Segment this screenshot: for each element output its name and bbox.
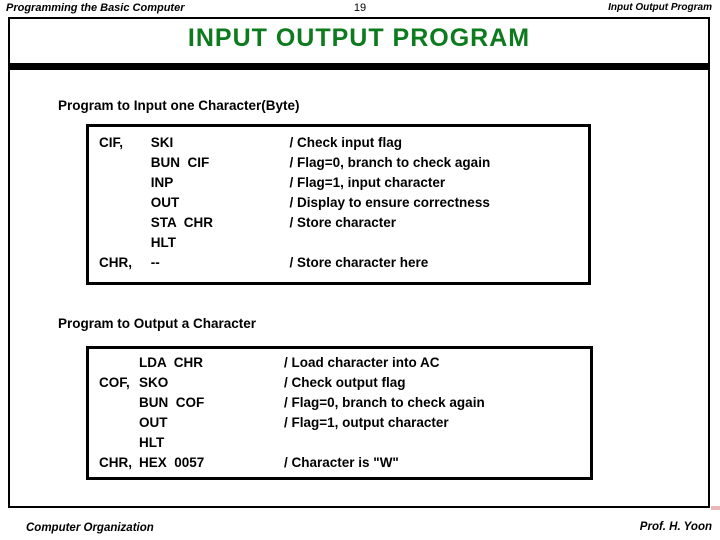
corner-artifact-mark xyxy=(711,506,720,510)
code-row: INP / Flag=1, input character xyxy=(99,176,588,196)
code-comment: / Character is "W" xyxy=(284,455,399,470)
code-label xyxy=(99,196,151,216)
code-comment: / Flag=1, output character xyxy=(284,415,449,430)
footer-author: Prof. H. Yoon xyxy=(639,521,712,533)
code-row: CHR, HEX 0057 / Character is "W" xyxy=(99,456,584,476)
code-comment: / Store character xyxy=(289,215,397,230)
code-label xyxy=(99,216,151,236)
code-block-output-character: LDA CHR / Load character into AC COF, SK… xyxy=(86,346,593,480)
code-comment: / Load character into AC xyxy=(284,355,440,370)
code-row: HLT xyxy=(99,236,588,256)
code-label xyxy=(99,356,139,376)
page-title: INPUT OUTPUT PROGRAM xyxy=(187,24,531,52)
code-comment: / Store character here xyxy=(289,255,429,270)
code-label: COF, xyxy=(99,375,130,390)
code-instruction: INP xyxy=(150,175,174,190)
code-label xyxy=(99,156,151,176)
section-heading-input: Program to Input one Character(Byte) xyxy=(58,98,300,113)
page-number: 19 xyxy=(353,2,367,14)
code-label xyxy=(99,416,139,436)
code-comment xyxy=(284,436,584,456)
code-label xyxy=(99,176,151,196)
code-instruction: LDA CHR xyxy=(139,355,203,370)
code-comment: / Flag=0, branch to check again xyxy=(289,155,491,170)
code-instruction: OUT xyxy=(150,195,180,210)
code-row: LDA CHR / Load character into AC xyxy=(99,356,584,376)
code-row: BUN CIF / Flag=0, branch to check again xyxy=(99,156,588,176)
code-row: BUN COF / Flag=0, branch to check again xyxy=(99,396,584,416)
code-instruction: OUT xyxy=(139,415,168,430)
code-instruction: HLT xyxy=(139,435,165,450)
code-comment: / Flag=0, branch to check again xyxy=(284,395,485,410)
code-instruction: BUN COF xyxy=(139,395,205,410)
title-divider xyxy=(10,63,708,70)
code-instruction: HLT xyxy=(150,235,176,250)
slide-frame: INPUT OUTPUT PROGRAM Program to Input on… xyxy=(8,17,710,508)
code-label xyxy=(99,436,139,456)
code-table: CIF, SKI / Check input flag BUN CIF / Fl… xyxy=(99,136,588,276)
code-instruction: HEX 0057 xyxy=(139,455,205,470)
running-head-left-title: Programming the Basic Computer xyxy=(6,2,185,14)
footer-course-name: Computer Organization xyxy=(26,522,154,534)
code-row: OUT / Display to ensure correctness xyxy=(99,196,588,216)
code-instruction: -- xyxy=(150,255,160,270)
code-comment: / Check input flag xyxy=(289,135,403,150)
code-label: CHR, xyxy=(99,255,132,270)
code-comment: / Flag=1, input character xyxy=(289,175,446,190)
running-head: Programming the Basic Computer 19 Input … xyxy=(0,2,720,16)
code-comment xyxy=(290,236,589,256)
code-label xyxy=(99,236,151,256)
code-row: HLT xyxy=(99,436,584,456)
code-row: OUT / Flag=1, output character xyxy=(99,416,584,436)
code-instruction: STA CHR xyxy=(150,215,213,230)
code-instruction: BUN CIF xyxy=(150,155,210,170)
code-instruction: SKI xyxy=(150,135,174,150)
code-label xyxy=(99,396,139,416)
running-head-right-title: Input Output Program xyxy=(608,2,712,13)
code-label: CHR, xyxy=(99,455,132,470)
code-table: LDA CHR / Load character into AC COF, SK… xyxy=(99,356,584,476)
code-label: CIF, xyxy=(99,135,124,150)
code-row: CHR, -- / Store character here xyxy=(99,256,588,276)
code-row: COF, SKO / Check output flag xyxy=(99,376,584,396)
code-row: STA CHR / Store character xyxy=(99,216,588,236)
code-comment: / Check output flag xyxy=(284,375,406,390)
code-block-input-character: CIF, SKI / Check input flag BUN CIF / Fl… xyxy=(86,124,591,285)
code-comment: / Display to ensure correctness xyxy=(289,195,490,210)
code-row: CIF, SKI / Check input flag xyxy=(99,136,588,156)
section-heading-output: Program to Output a Character xyxy=(58,316,257,331)
code-instruction: SKO xyxy=(139,375,169,390)
